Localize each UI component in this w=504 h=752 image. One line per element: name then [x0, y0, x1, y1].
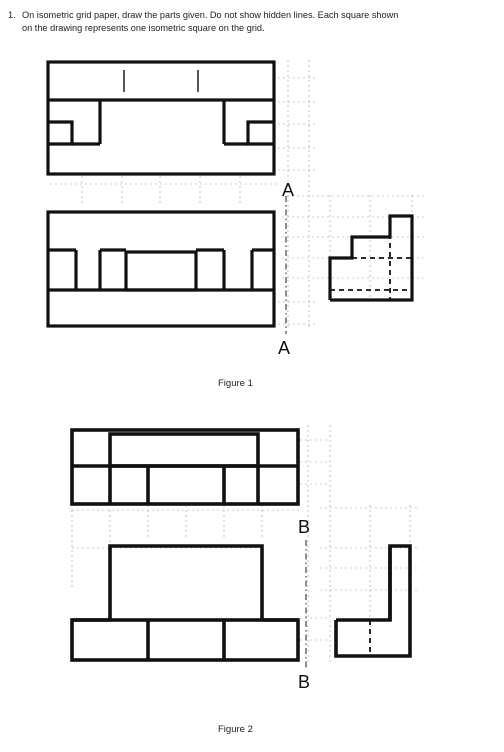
figure2-top-view — [70, 428, 300, 506]
section-label-a-bottom: A — [278, 338, 291, 358]
figure2-side-view — [334, 544, 412, 658]
figure1-front-view — [46, 210, 276, 328]
instruction-text-1: On isometric grid paper, draw the parts … — [22, 10, 399, 20]
section-label-b-bottom: B — [298, 672, 311, 692]
instructions: 1. On isometric grid paper, draw the part… — [8, 9, 500, 34]
figure2-grid — [71, 425, 420, 665]
figure1-caption: Figure 1 — [218, 378, 253, 389]
figure1-side-view — [328, 214, 414, 302]
figure1-top-view — [46, 60, 276, 176]
instruction-line-1: 1. On isometric grid paper, draw the part… — [8, 9, 500, 22]
figure2-caption: Figure 2 — [218, 724, 253, 735]
section-label-b-top: B — [298, 517, 311, 537]
section-label-a-top: A — [282, 180, 295, 200]
question-number: 1. — [8, 10, 16, 20]
figure2-front-view — [70, 544, 300, 662]
instruction-line-2: on the drawing represents one isometric … — [22, 22, 265, 33]
